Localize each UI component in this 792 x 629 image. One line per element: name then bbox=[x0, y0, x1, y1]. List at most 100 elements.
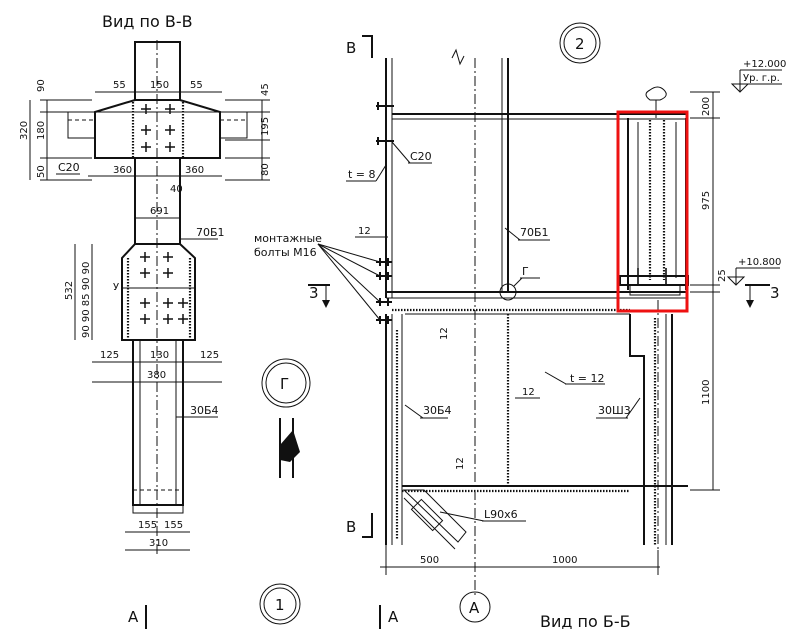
dim-55a: 55 bbox=[113, 80, 126, 91]
top-bolts bbox=[376, 102, 394, 145]
base-plate bbox=[132, 504, 184, 514]
dim-12-low: 12 bbox=[455, 457, 466, 470]
dim-40: 40 bbox=[170, 184, 183, 195]
label-c20-right: С20 bbox=[410, 150, 432, 163]
elevation-top-sub: Ур. г.р. bbox=[743, 73, 780, 84]
label-30b4-left: 30Б4 bbox=[190, 404, 219, 417]
label-angle: L90х6 bbox=[484, 508, 518, 521]
dim-80: 80 bbox=[260, 163, 271, 176]
leader-c20-right bbox=[391, 141, 411, 164]
node-2-label: 2 bbox=[575, 35, 585, 53]
node-g-label: Г bbox=[280, 375, 289, 393]
dim-45: 45 bbox=[260, 83, 271, 96]
cap-bolts bbox=[141, 104, 175, 152]
g-ref-label: Г bbox=[522, 265, 529, 278]
arrow-3-right bbox=[746, 300, 754, 308]
node-1: 1 bbox=[259, 583, 301, 625]
bolt-leaders bbox=[317, 243, 381, 321]
dim-125a: 125 bbox=[100, 350, 119, 361]
left-view-title: Вид по В-В bbox=[102, 12, 193, 31]
node-g: Г bbox=[261, 358, 311, 408]
dim-180: 180 bbox=[36, 121, 47, 140]
dim-90: 90 bbox=[36, 79, 47, 92]
section-3-left: 3 bbox=[309, 284, 319, 302]
left-dim-lines bbox=[29, 91, 270, 551]
leader-30sh3 bbox=[625, 397, 641, 419]
section-v-bottom: В bbox=[346, 518, 356, 536]
mount-bolts bbox=[376, 258, 392, 324]
dim-55b: 55 bbox=[190, 80, 203, 91]
elevation-top-value: +12.000 bbox=[743, 59, 786, 70]
channel-right bbox=[219, 111, 248, 139]
elevation-mid: +10.800 bbox=[726, 257, 781, 286]
section-v-bottom-mark bbox=[362, 513, 373, 538]
top-bearing-node bbox=[619, 86, 689, 296]
dim-380: 380 bbox=[147, 370, 166, 381]
label-c20-left: С20 bbox=[58, 161, 80, 174]
node-1-label: 1 bbox=[275, 596, 285, 614]
leader-30b4-right bbox=[404, 404, 424, 419]
section-v-top-mark bbox=[362, 35, 373, 58]
left-view: Вид по В-В bbox=[19, 12, 271, 629]
dim-130: 130 bbox=[150, 350, 169, 361]
dim-25: 25 bbox=[717, 269, 728, 282]
axis-a-label: А bbox=[469, 599, 480, 617]
label-t12: t = 12 bbox=[570, 372, 605, 385]
dim-691: 691 bbox=[150, 206, 169, 217]
splice-plate bbox=[121, 243, 196, 341]
label-t8: t = 8 bbox=[348, 168, 376, 181]
label-30b4-right: 30Б4 bbox=[423, 404, 452, 417]
dim-1100: 1100 bbox=[701, 380, 712, 405]
dim-310: 310 bbox=[149, 538, 168, 549]
dim-12-top: 12 bbox=[358, 226, 371, 237]
dim-195: 195 bbox=[260, 117, 271, 136]
view-bb-title: Вид по Б-Б bbox=[540, 612, 631, 629]
dim-12-mid2: 12 bbox=[522, 387, 535, 398]
dim-532: 532 bbox=[64, 281, 75, 300]
dim-1000: 1000 bbox=[552, 555, 577, 566]
label-70b1-left: 70Б1 bbox=[196, 226, 225, 239]
dim-stack: 90 90 85 90 90 bbox=[81, 262, 92, 338]
dim-155b: 155 bbox=[164, 520, 183, 531]
dim-320: 320 bbox=[19, 121, 30, 140]
right-view: В В А С20 t = 8 70Б1 монтажные бол bbox=[254, 35, 786, 629]
section-a-left: А bbox=[128, 608, 139, 626]
elevation-top: +12.000 Ур. г.р. bbox=[730, 59, 786, 93]
label-bolts-2: болты М16 bbox=[254, 246, 317, 259]
dim-125b: 125 bbox=[200, 350, 219, 361]
label-y: У bbox=[113, 282, 119, 293]
dim-975: 975 bbox=[701, 191, 712, 210]
section-v-top: В bbox=[346, 39, 356, 57]
highlight-box bbox=[616, 110, 689, 313]
dim-360a: 360 bbox=[113, 165, 132, 176]
dim-50: 50 bbox=[36, 165, 47, 178]
section-3-right: 3 bbox=[770, 284, 780, 302]
elevation-mid-value: +10.800 bbox=[738, 257, 781, 268]
leader-70b1-right bbox=[504, 227, 521, 241]
weld-symbol bbox=[279, 418, 300, 478]
label-70b1-right: 70Б1 bbox=[520, 226, 549, 239]
dim-200: 200 bbox=[701, 97, 712, 116]
section-a-right: А bbox=[388, 608, 399, 626]
channel-left bbox=[67, 111, 96, 139]
splice-bolts bbox=[140, 252, 188, 324]
dim-150: 150 bbox=[150, 80, 169, 91]
g-ref-circle bbox=[499, 283, 517, 301]
label-bolts-1: монтажные bbox=[254, 232, 322, 245]
dim-500: 500 bbox=[420, 555, 439, 566]
arrow-3-left bbox=[322, 300, 330, 308]
dim-155a: 155 bbox=[138, 520, 157, 531]
g-ref-leader bbox=[513, 277, 523, 287]
break-mark bbox=[451, 48, 465, 66]
leader-t12 bbox=[544, 371, 567, 385]
dim-12-mid: 12 bbox=[439, 327, 450, 340]
dim-360b: 360 bbox=[185, 165, 204, 176]
leader-angle bbox=[439, 511, 485, 522]
axis-a: А bbox=[459, 591, 491, 623]
label-30sh3: 30Ш3 bbox=[598, 404, 631, 417]
leader-t8-2 bbox=[375, 164, 387, 182]
node-2: 2 bbox=[559, 22, 601, 64]
angle-bracket bbox=[402, 489, 467, 550]
right-col-taper bbox=[629, 314, 645, 545]
